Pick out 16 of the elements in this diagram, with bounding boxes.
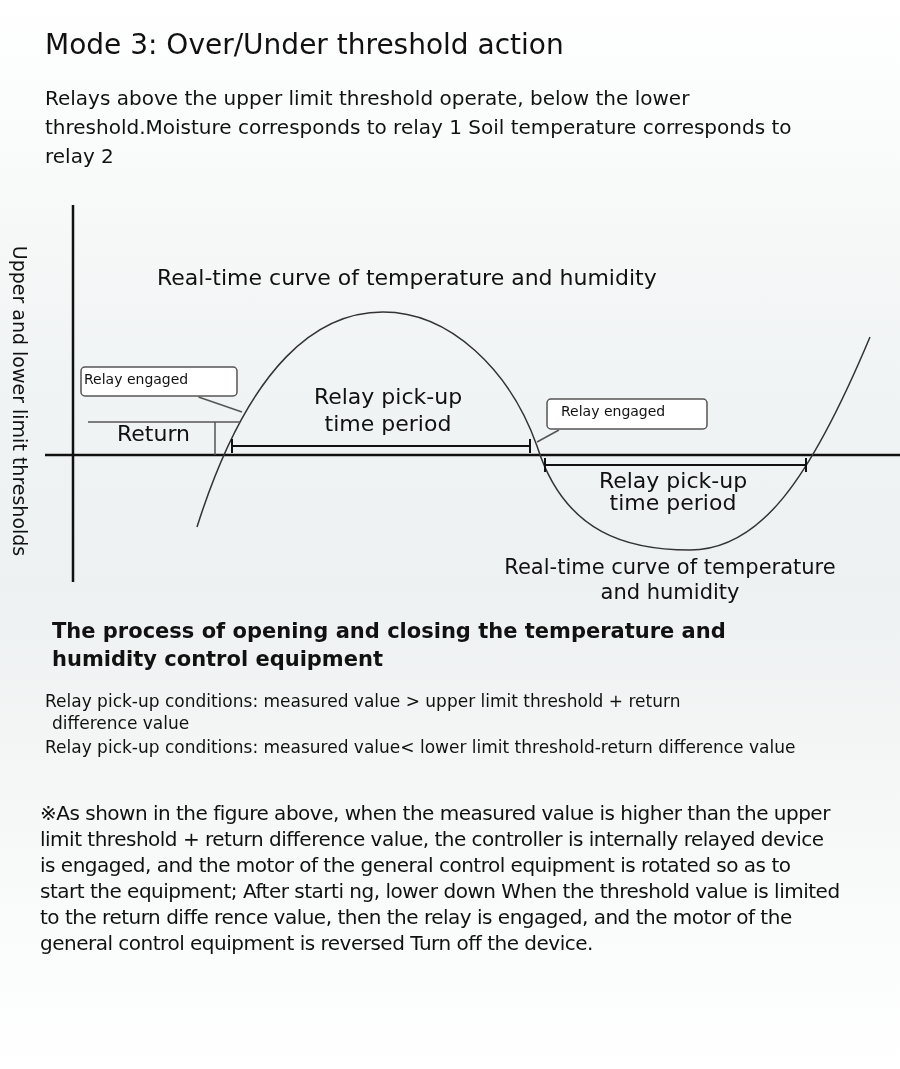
section-heading: The process of opening and closing the temperature and humidity control equipment	[52, 618, 727, 673]
title: Mode 3: Over/Under threshold action	[45, 28, 564, 61]
callout-text: Relay engaged	[561, 403, 666, 419]
return-label: Return	[117, 421, 190, 446]
callout-bubble	[80, 366, 238, 397]
condition-text: Relay pick-up conditions: measured value< lower limit threshold-return difference value	[45, 736, 797, 758]
curve-label: Real-time curve of temperature and humidity	[503, 555, 837, 605]
axis-title: Upper and lower limit thresholds	[9, 244, 31, 559]
description-paragraph: ※As shown in the figure above, when the measured value is higher than the upper limit threshold + return difference value, the controller is internally relayed device is engaged, and the motor of the general control equipment is rotated so as to start the equipment; After starti ng, lower down When the threshold value is limited to the return diffe rence value, then the relay is engaged, and the motor of the general control equipment is reversed Turn off the device.	[40, 800, 840, 956]
condition-text: Relay pick-up conditions: measured value > upper limit threshold + return difference value	[45, 690, 682, 734]
curve-label: Real-time curve of temperature and humidity	[157, 265, 657, 290]
subtitle: Relays above the upper limit threshold operate, below the lower threshold.Moisture corresponds to relay 1 Soil temperature corresponds to relay 2	[45, 85, 793, 170]
callout-text: Relay engaged	[84, 371, 189, 387]
period-label: Relay pick-up time period	[312, 383, 464, 437]
callout-bubble	[546, 398, 708, 430]
period-label: Relay pick-up time period	[597, 470, 749, 514]
